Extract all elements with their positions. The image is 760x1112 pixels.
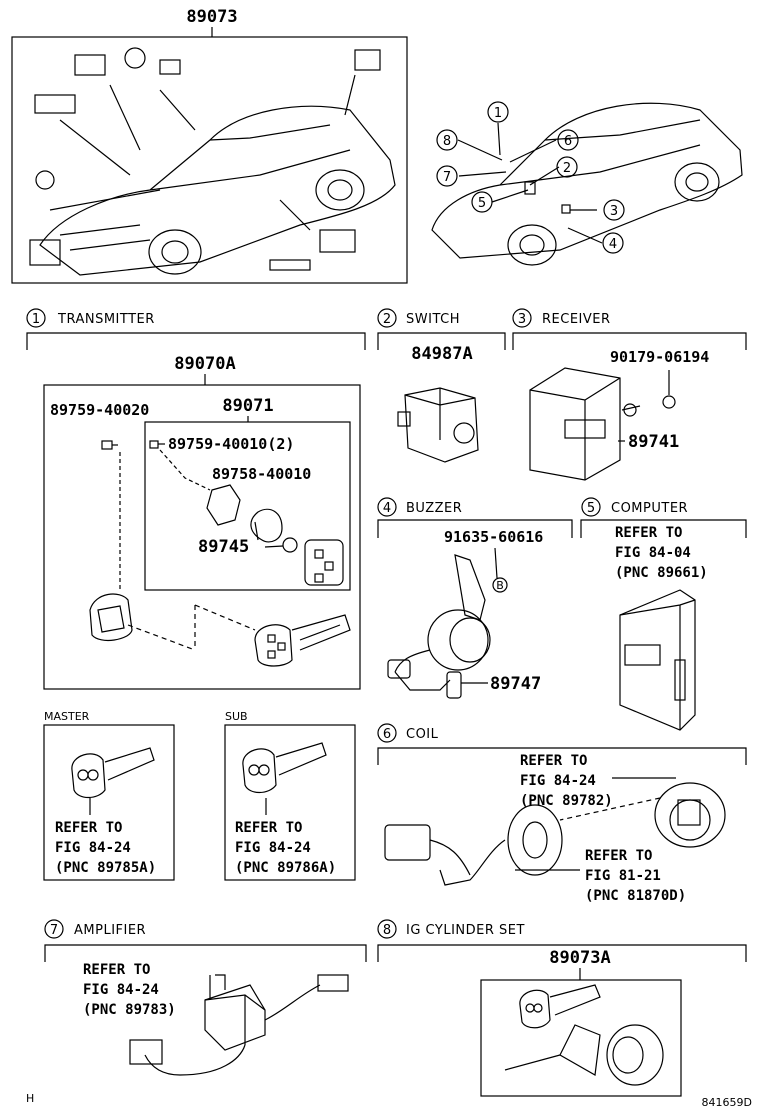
callout-circles <box>436 101 625 254</box>
coil-ref2-line-3: (PNC 81870D) <box>585 888 686 904</box>
receiver-part-number: 89741 <box>628 432 679 452</box>
section-1-number: 1 <box>32 312 40 327</box>
computer-ref-line-1: REFER TO <box>615 525 682 541</box>
switch-part-number: 84987A <box>411 344 472 364</box>
coil-ref1-line-1: REFER TO <box>520 753 587 769</box>
buzzer-bolt-mark: B <box>496 579 504 592</box>
callout-7: 7 <box>443 170 451 185</box>
case-part-number: 89758-40010 <box>212 465 311 483</box>
section-3-number: 3 <box>518 312 526 327</box>
section-5-title: COMPUTER <box>611 501 688 516</box>
battery-part-number: 89745 <box>198 537 249 557</box>
vehicle-drawing-right <box>431 102 743 266</box>
callout-8: 8 <box>443 134 451 149</box>
amplifier-ref-line-3: (PNC 89783) <box>83 1002 176 1018</box>
amplifier-drawing <box>129 974 349 1076</box>
transmitter-drawing <box>43 374 361 690</box>
section-2-title: SWITCH <box>406 312 460 327</box>
vehicle-drawing-left <box>29 47 396 276</box>
amplifier-ref-line-1: REFER TO <box>83 962 150 978</box>
sub-ref-line-1: REFER TO <box>235 820 302 836</box>
callout-numbers: 1 2 3 4 5 6 7 8 <box>443 106 618 252</box>
footer-left-mark: H <box>26 1092 34 1105</box>
callout-2: 2 <box>563 161 571 176</box>
computer-ref-line-3: (PNC 89661) <box>615 565 708 581</box>
amplifier-ref-line-2: FIG 84-24 <box>83 982 159 998</box>
callout-5: 5 <box>478 196 486 211</box>
master-ref-line-2: FIG 84-24 <box>55 840 131 856</box>
section-7-number: 7 <box>50 923 58 938</box>
computer-ref-line-2: FIG 84-04 <box>615 545 691 561</box>
section-5-number: 5 <box>587 501 595 516</box>
callout-6: 6 <box>564 134 572 149</box>
master-ref-line-3: (PNC 89785A) <box>55 860 156 876</box>
section-7-title: AMPLIFIER <box>74 923 146 938</box>
coil-ref2-line-2: FIG 81-21 <box>585 868 661 884</box>
sub-ref-line-3: (PNC 89786A) <box>235 860 336 876</box>
assembly-part-number: 89073 <box>186 7 237 27</box>
coil-drawing <box>384 777 726 886</box>
coil-ref2-line-1: REFER TO <box>585 848 652 864</box>
drawing-id: 841659D <box>702 1096 752 1109</box>
switch-drawing <box>397 387 479 463</box>
master-ref-line-1: REFER TO <box>55 820 122 836</box>
transmitter-subassembly-number: 89071 <box>222 396 273 416</box>
section-8-number: 8 <box>383 923 391 938</box>
master-key-drawing <box>43 724 175 881</box>
ig-cylinder-part-number: 89073A <box>549 948 610 968</box>
section-headers <box>26 308 747 962</box>
computer-drawing <box>619 589 696 731</box>
screw-outer-part-number: 89759-40020 <box>50 401 149 419</box>
section-4-title: BUZZER <box>406 501 462 516</box>
receiver-nut-part-number: 90179-06194 <box>610 348 709 366</box>
section-6-title: COIL <box>406 727 439 742</box>
section-3-title: RECEIVER <box>542 312 611 327</box>
callout-1: 1 <box>494 106 502 121</box>
section-1-title: TRANSMITTER <box>57 312 155 327</box>
section-2-number: 2 <box>383 312 391 327</box>
sub-title: SUB <box>225 710 248 723</box>
section-8-title: IG CYLINDER SET <box>406 923 525 938</box>
receiver-drawing <box>529 367 676 481</box>
buzzer-drawing <box>387 547 508 699</box>
master-title: MASTER <box>44 710 90 723</box>
screw-inner-part-number: 89759-40010(2) <box>168 435 294 453</box>
buzzer-bolt-part-number: 91635-60616 <box>444 528 543 546</box>
buzzer-part-number: 89747 <box>490 674 541 694</box>
vehicle-overview-frame <box>11 36 408 284</box>
section-6-number: 6 <box>383 727 391 742</box>
coil-ref1-line-3: (PNC 89782) <box>520 793 613 809</box>
callout-4: 4 <box>609 237 617 252</box>
ig-cylinder-drawing <box>480 968 682 1097</box>
sub-key-drawing <box>224 724 356 881</box>
callout-3: 3 <box>610 204 618 219</box>
section-4-number: 4 <box>383 501 391 516</box>
coil-ref1-line-2: FIG 84-24 <box>520 773 596 789</box>
transmitter-assembly-number: 89070A <box>174 354 235 374</box>
sub-ref-line-2: FIG 84-24 <box>235 840 311 856</box>
